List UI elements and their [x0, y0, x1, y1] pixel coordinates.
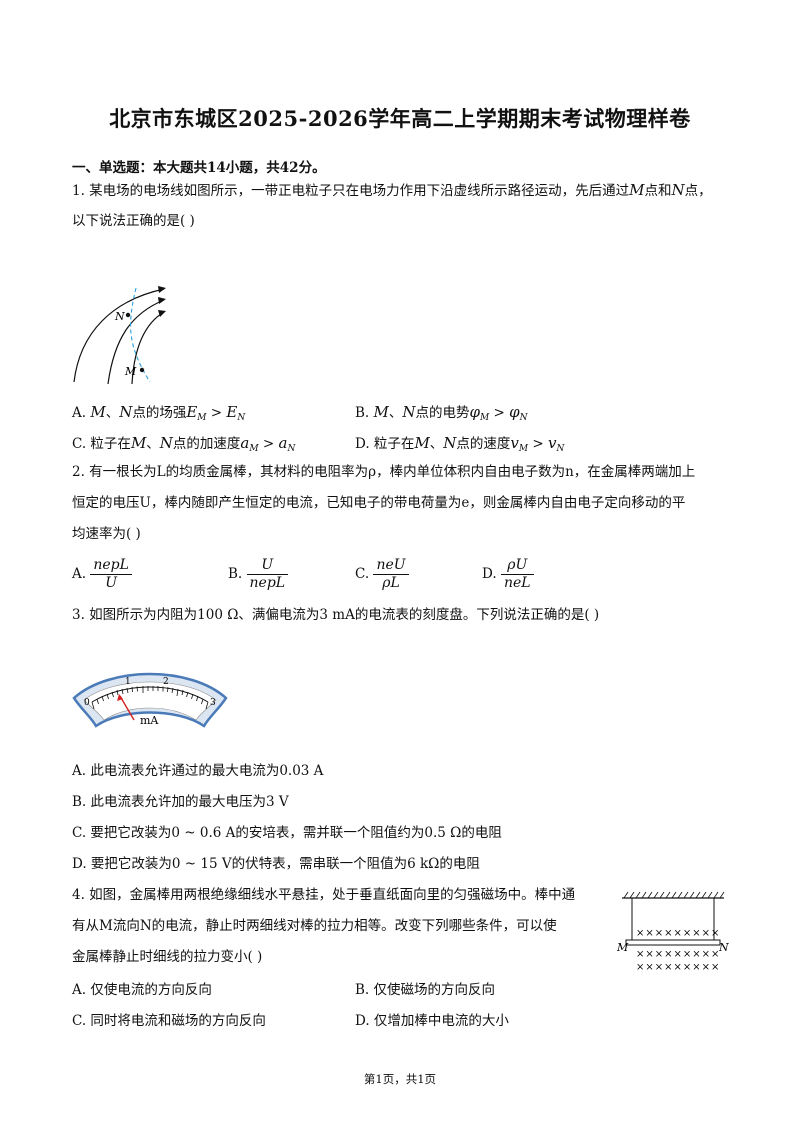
field-row-3: ×××××××××	[636, 962, 720, 973]
point-n	[125, 312, 131, 318]
needle	[119, 695, 135, 721]
q4-magnet-figure: ××××××××× ××××××××× ××××××××× M N	[616, 891, 729, 973]
metal-rod	[625, 939, 721, 946]
scale-arc	[91, 686, 209, 703]
q4-option-b: B. 仅使磁场的方向反向	[355, 982, 496, 998]
q4-option-a: A. 仅使电流的方向反向	[72, 982, 212, 998]
q1-option-d: D. 粒子在M、N点的速度vM > vN	[355, 434, 565, 454]
q2-stem-line2: 恒定的电压U，棒内随即产生恒定的电流，已知电子的带电荷量为e，则金属棒内自由电子…	[72, 495, 686, 511]
field-row-1: ×××××××××	[636, 928, 720, 939]
q1-option-a: A. M、N点的场强EM > EN	[72, 403, 246, 423]
scale-ticks	[91, 686, 209, 710]
tick-label-2: 2	[163, 677, 169, 687]
q4-stem-line2: 有从M流向N的电流，静止时两细线对棒的拉力相等。改变下列哪些条件，可以使	[72, 918, 557, 934]
arrow-head-1	[158, 286, 166, 293]
q3-option-c: C. 要把它改装为0 ~ 0.6 A的安培表，需并联一个阻值约为0.5 Ω的电阻	[72, 825, 502, 841]
label-m: M	[616, 941, 629, 954]
ceiling-hatch	[623, 891, 725, 899]
label-n: N	[114, 310, 125, 323]
field-line-3	[131, 311, 165, 385]
q1-option-b: B. M、N点的电势φM > φN	[355, 403, 528, 423]
unit-label: mA	[140, 714, 159, 727]
q2-stem-line3: 均速率为( )	[72, 526, 141, 542]
q1-field-figure: N M	[73, 286, 166, 385]
tick-label-3: 3	[210, 698, 216, 708]
q4-option-d: D. 仅增加棒中电流的大小	[355, 1013, 509, 1029]
label-m: M	[124, 365, 137, 378]
field-row-2: ×××××××××	[636, 949, 720, 960]
field-line-2	[107, 299, 165, 385]
q3-option-b: B. 此电流表允许加的最大电压为3 V	[72, 794, 289, 810]
q3-ammeter-figure: 0 1 2 3 mA	[72, 672, 228, 728]
field-line-1	[73, 288, 165, 383]
q4-stem-line3: 金属棒静止时细线的拉力变小( )	[72, 949, 263, 965]
page-footer: 第1页，共1页	[363, 1072, 437, 1086]
q1-stem-line1: 1. 某电场的电场线如图所示，一带正电粒子只在电场力作用下沿虚线所示路径运动，先…	[72, 181, 712, 199]
q4-option-c: C. 同时将电流和磁场的方向反向	[72, 1013, 266, 1029]
q2-stem-line1: 2. 有一根长为L的均质金属棒，其材料的电阻率为ρ，棒内单位体积内自由电子数为n…	[72, 464, 696, 480]
label-n: N	[718, 941, 729, 954]
page-title: 北京市东城区2025-2026学年高二上学期期末考试物理样卷	[109, 106, 691, 131]
q1-option-c: C. 粒子在M、N点的加速度aM > aN	[72, 434, 296, 454]
q3-option-d: D. 要把它改装为0 ~ 15 V的伏特表，需串联一个阻值为6 kΩ的电阻	[72, 856, 480, 872]
point-m	[139, 367, 145, 373]
q4-stem-line1: 4. 如图，金属棒用两根绝缘细线水平悬挂，处于垂直纸面向里的匀强磁场中。棒中通	[72, 887, 576, 903]
section-heading: 一、单选题：本大题共14小题，共42分。	[72, 160, 326, 176]
arrow-head-3	[158, 310, 166, 317]
needle-tip	[117, 694, 123, 701]
arrow-head-2	[158, 297, 166, 304]
q1-stem-line2: 以下说法正确的是( )	[72, 213, 195, 229]
q3-option-a: A. 此电流表允许通过的最大电流为0.03 A	[72, 763, 324, 779]
tick-label-0: 0	[84, 698, 90, 708]
tick-label-1: 1	[125, 677, 131, 687]
q3-stem: 3. 如图所示为内阻为100 Ω、满偏电流为3 mA的电流表的刻度盘。下列说法正…	[72, 607, 600, 623]
